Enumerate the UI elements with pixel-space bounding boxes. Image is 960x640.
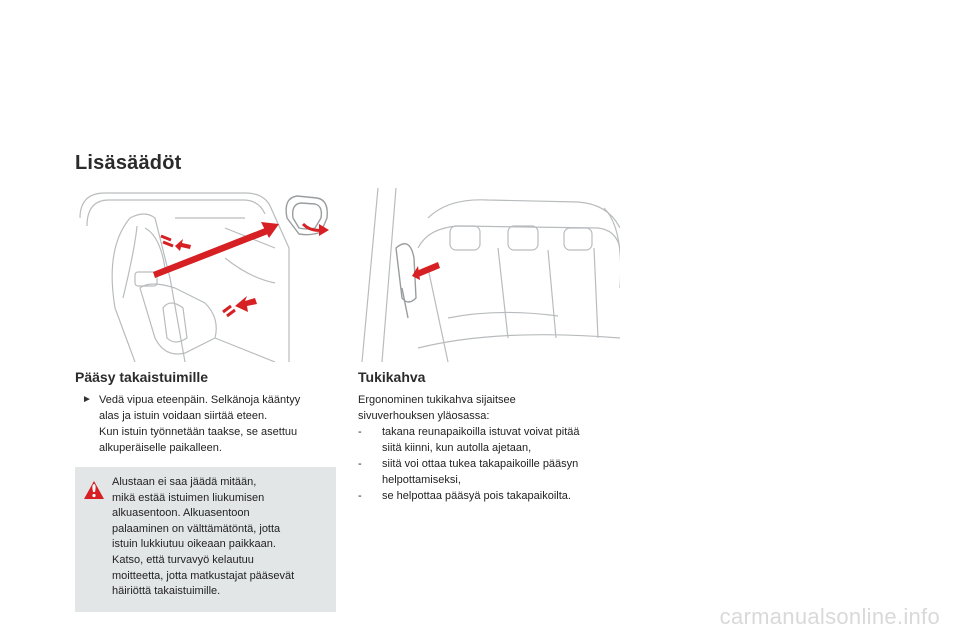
- warning-line: mikä estää istuimen liukumisen: [112, 491, 265, 504]
- list-item-line: siitä kiinni, kun autolla ajetaan,: [382, 442, 532, 454]
- list-dash: -: [358, 458, 362, 470]
- rear-access-instructions: ► Vedä vipua eteenpäin. Selkänoja käänty…: [82, 392, 332, 456]
- list-item: - se helpottaa pääsyä pois takapaikoilta…: [358, 488, 618, 504]
- grab-handle-description: Ergonominen tukikahva sijaitsee sivuverh…: [358, 392, 618, 504]
- instruction-line: Kun istuin työnnetään taakse, se asettuu: [99, 426, 298, 438]
- list-item-line: helpottamiseksi,: [382, 474, 461, 486]
- section-title-grab-handle: Tukikahva: [358, 369, 426, 385]
- warning-box: Alustaan ei saa jäädä mitään, mikä estää…: [75, 467, 336, 612]
- list-item-line: se helpottaa pääsyä pois takapaikoilta.: [382, 490, 571, 502]
- list-item-line: siitä voi ottaa tukea takapaikoille pääs…: [382, 458, 579, 470]
- warning-line: alkuasentoon. Alkuasentoon: [112, 507, 250, 520]
- instruction-line: alas ja istuin voidaan siirtää eteen.: [99, 410, 268, 422]
- grab-handle-drawing: [361, 188, 620, 362]
- bullet-arrow-icon: ►: [82, 394, 92, 405]
- warning-exclamation-icon: [84, 481, 104, 499]
- warning-line: moitteetta, jotta matkustajat pääsevät: [112, 569, 295, 582]
- section-title-rear-access: Pääsy takaistuimille: [75, 369, 209, 385]
- instruction-line: alkuperäiselle paikalleen.: [99, 442, 222, 454]
- watermark: carmanualsonline.info: [719, 604, 940, 629]
- warning-line: palaaminen on välttämätöntä, jotta: [112, 522, 281, 535]
- seat-lever-illustration: [75, 188, 337, 362]
- intro-line: Ergonominen tukikahva sijaitsee: [358, 394, 516, 406]
- list-item: - siitä voi ottaa tukea takapaikoille pä…: [358, 456, 618, 488]
- warning-line: Alustaan ei saa jäädä mitään,: [112, 476, 257, 488]
- list-dash: -: [358, 490, 362, 502]
- warning-line: Katso, että turvavyö kelautuu: [112, 553, 254, 566]
- intro-line: sivuverhouksen yläosassa:: [358, 410, 490, 422]
- page-title: Lisäsäädöt: [75, 152, 182, 174]
- warning-line: istuin lukkiutuu oikeaan paikkaan.: [112, 538, 276, 551]
- seat-lever-drawing: [79, 192, 329, 362]
- warning-text: Alustaan ei saa jäädä mitään, mikä estää…: [112, 475, 294, 600]
- list-item: - takana reunapaikoilla istuvat voivat p…: [358, 424, 618, 456]
- list-item-line: takana reunapaikoilla istuvat voivat pit…: [382, 426, 580, 438]
- instruction-line: Vedä vipua eteenpäin. Selkänoja kääntyy: [99, 394, 301, 406]
- grab-handle-illustration: [358, 188, 620, 362]
- list-dash: -: [358, 426, 362, 438]
- warning-line: häiriöttä takaistuimille.: [112, 585, 221, 598]
